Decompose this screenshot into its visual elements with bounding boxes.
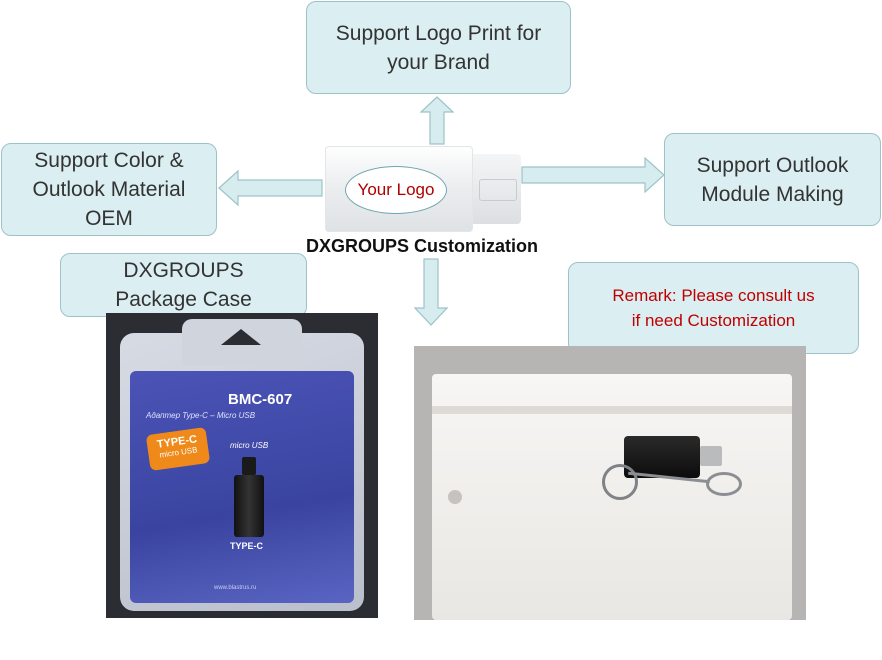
- adapter-plug: [473, 154, 521, 224]
- remark-line-2: if need Customization: [631, 311, 796, 330]
- logo-print-box: Support Logo Print for your Brand: [306, 1, 571, 94]
- label-micro-usb: micro USB: [230, 441, 269, 450]
- adapter-logo-image: Your Logo: [323, 146, 523, 232]
- pouch-hang-hole: [448, 490, 462, 504]
- hang-hole: [221, 329, 261, 345]
- outlook-module-line-1: Support Outlook: [696, 153, 849, 177]
- arrow-right-icon: [521, 157, 665, 193]
- package-model: BMC-607: [228, 391, 293, 408]
- key-ring-icon: [602, 464, 638, 500]
- adapter-black-body: [234, 475, 264, 537]
- customization-caption: DXGROUPS Customization: [306, 236, 539, 256]
- remark-box: Remark: Please consult us if need Customi…: [568, 262, 859, 354]
- color-material-line-2: Outlook Material: [32, 178, 186, 201]
- arrow-left-icon: [218, 170, 323, 206]
- color-material-line-3: OEM: [85, 207, 133, 230]
- adapter-micro-plug: [700, 446, 722, 466]
- arrow-up-icon: [420, 96, 454, 145]
- outlook-module-line-2: Module Making: [701, 182, 844, 206]
- lobster-clasp-icon: [706, 472, 742, 496]
- logo-ellipse: Your Logo: [345, 166, 447, 214]
- adapter-black-head: [242, 457, 256, 475]
- package-subtitle: Адаптер Type-C – Micro USB: [146, 411, 256, 420]
- logo-text: Your Logo: [357, 180, 435, 199]
- package-case-photo: BMC-607 Адаптер Type-C – Micro USB TYPE-…: [106, 313, 378, 618]
- arrow-down-icon: [414, 258, 448, 326]
- label-type-c: TYPE-C: [230, 541, 264, 551]
- adapter-plug-slot: [479, 179, 517, 201]
- pouch-seal-strip: [432, 406, 792, 414]
- color-material-line-1: Support Color &: [34, 149, 184, 172]
- pouch-photo: [414, 346, 806, 620]
- package-case-line-2: Package Case: [115, 288, 252, 311]
- logo-print-line-2: your Brand: [387, 50, 490, 74]
- package-case-box: DXGROUPS Package Case: [60, 253, 307, 317]
- black-adapter: [624, 436, 700, 478]
- package-case-line-1: DXGROUPS: [123, 259, 244, 282]
- package-website: www.blastrus.ru: [214, 585, 257, 591]
- logo-print-line-1: Support Logo Print for: [335, 21, 542, 45]
- remark-line-1: Remark: Please consult us: [612, 286, 815, 305]
